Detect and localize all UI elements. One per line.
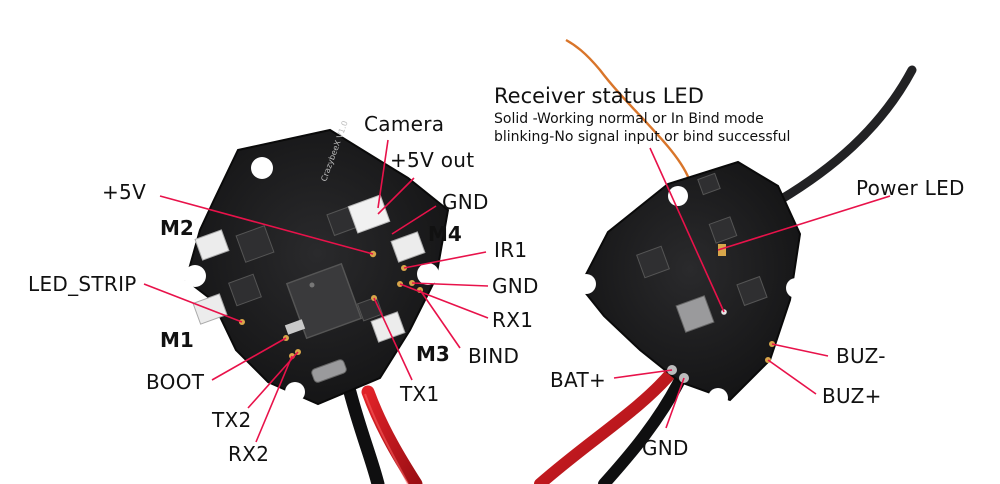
right-flight-controller-board [576,160,806,408]
leader-buz-plus [767,359,817,395]
leader-bat-plus [613,369,673,379]
leader-rx2 [255,355,293,443]
label-gnd-bottom: GND [642,436,689,460]
label-m4: M4 [428,222,462,246]
label-receiver-led-blink: blinking-No signal input or bind success… [494,129,791,145]
label-bind: BIND [468,344,520,368]
label-camera: Camera [364,112,445,136]
label-gnd-top: GND [442,190,489,214]
leader-lines [143,139,891,443]
label-boot: BOOT [146,370,205,394]
leader-receiver-led [649,147,725,313]
left-power-wires [343,385,423,484]
label-receiver-led-solid: Solid -Working normal or In Bind mode [494,111,764,127]
label-bat-plus: BAT+ [550,368,607,392]
leader-rx1 [399,283,489,319]
label-rx2: RX2 [228,442,270,466]
label-buz-plus: BUZ+ [822,384,882,408]
label-plus5v: +5V [102,180,147,204]
leader-gnd-mid [411,282,489,287]
label-led-strip: LED_STRIP [28,272,137,296]
label-gnd-mid: GND [492,274,539,298]
label-5v-out: +5V out [390,148,475,172]
label-m1: M1 [160,328,194,352]
leader-gnd-bottom [665,377,685,429]
label-power-led: Power LED [856,176,965,200]
label-ir1: IR1 [494,238,528,262]
leader-camera [377,139,389,209]
label-rx1: RX1 [492,308,534,332]
label-buz-minus: BUZ- [836,344,886,368]
leader-boot [211,337,287,381]
leader-power-led [717,195,891,251]
label-tx1: TX1 [400,382,440,406]
leader-buz-minus [771,343,829,357]
leader-gnd-top [391,205,437,235]
label-m2: M2 [160,216,194,240]
leader-led-strip [143,283,243,323]
left-flight-controller-board: CrazybeeX V1.0 [184,120,450,406]
leader-5v-out [377,177,415,215]
label-m3: M3 [416,342,450,366]
leader-plus5v [159,195,374,255]
label-receiver-led-title: Receiver status LED [494,84,704,108]
leader-bind [419,289,461,349]
leader-tx1 [373,297,413,381]
label-tx2: TX2 [212,408,252,432]
right-power-wires [534,38,917,484]
leader-ir1 [403,251,487,269]
